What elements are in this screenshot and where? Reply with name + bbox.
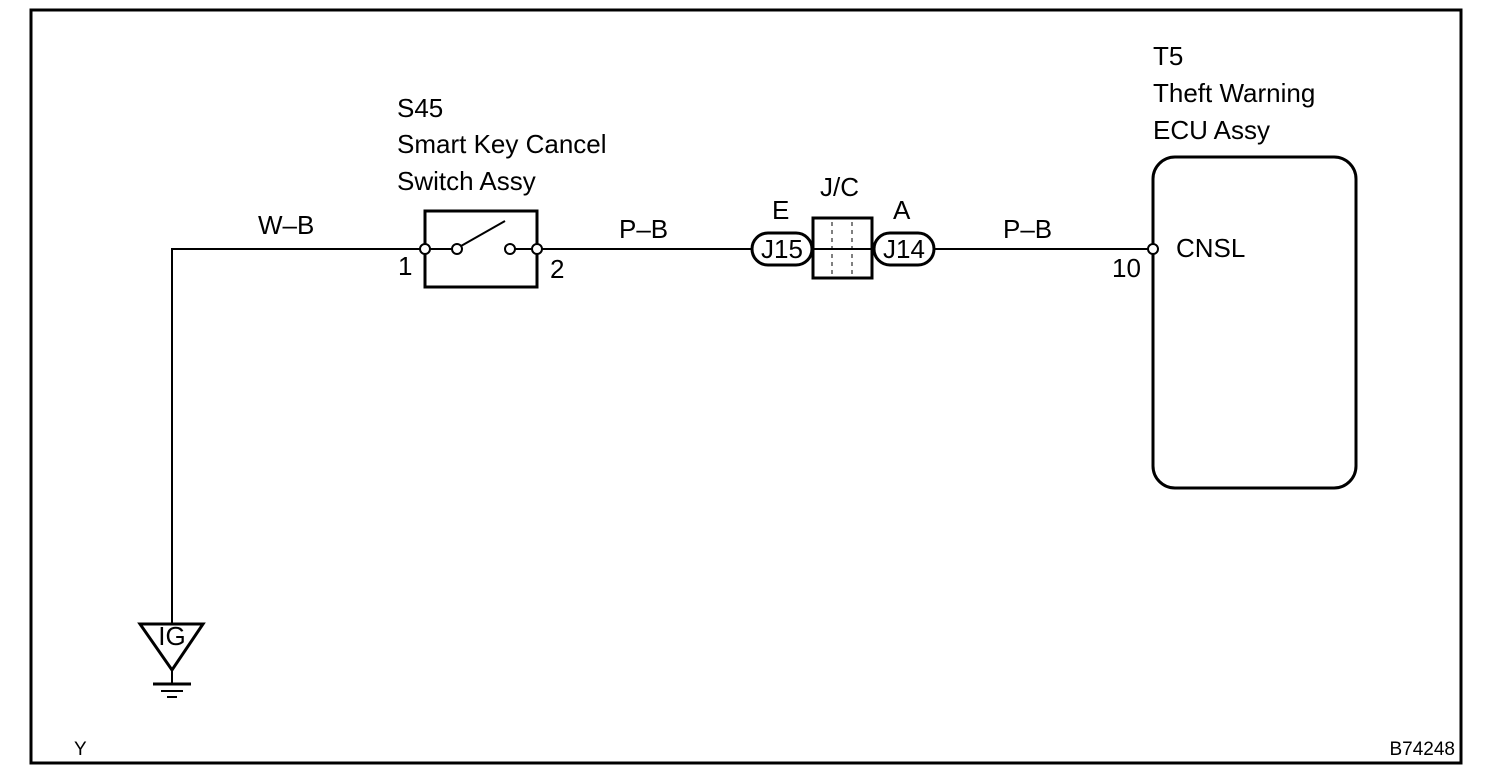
wire-label-p-b-1: P–B xyxy=(619,214,668,244)
switch-contact-right xyxy=(504,243,516,255)
theft-warning-ecu: T5 Theft Warning ECU Assy 10 CNSL xyxy=(1112,41,1358,490)
junction-connector-a: A xyxy=(893,195,911,225)
ground-label: IG xyxy=(158,621,185,651)
junction-connector-e: E xyxy=(772,195,789,225)
switch-name-line1: Smart Key Cancel xyxy=(397,129,607,159)
diagram-frame xyxy=(29,8,1463,765)
ecu-code: T5 xyxy=(1153,41,1183,71)
ecu-pin-label: 10 xyxy=(1112,253,1141,283)
switch-pin2-terminal xyxy=(531,243,543,255)
ground-ig: IG xyxy=(137,621,206,698)
ecu-pin-terminal xyxy=(1147,243,1159,255)
switch-pin1-label: 1 xyxy=(398,251,412,281)
junction-connector: J/C E A J15 J14 xyxy=(750,172,936,280)
footer-left-label: Y xyxy=(74,739,87,760)
junction-title: J/C xyxy=(820,172,859,202)
switch-contact-left xyxy=(451,243,463,255)
switch-pin1-terminal xyxy=(419,243,431,255)
connector-j14-label: J14 xyxy=(883,234,925,264)
ground-triangle xyxy=(137,622,206,673)
wire-label-w-b: W–B xyxy=(258,210,314,240)
footer-figure-id: B74248 xyxy=(1389,739,1455,760)
switch-blade xyxy=(460,220,506,247)
ecu-terminal-label: CNSL xyxy=(1176,233,1245,263)
connector-j15-label: J15 xyxy=(761,234,803,264)
switch-code: S45 xyxy=(397,93,443,123)
ecu-name-line1: Theft Warning xyxy=(1153,78,1315,108)
switch-name-line2: Switch Assy xyxy=(397,166,536,196)
switch-pin2-label: 2 xyxy=(550,254,564,284)
ecu-body xyxy=(1151,155,1358,490)
wire-w-b xyxy=(171,248,421,626)
ecu-name-line2: ECU Assy xyxy=(1153,115,1270,145)
smart-key-cancel-switch: S45 Smart Key Cancel Switch Assy 1 2 xyxy=(397,93,607,289)
wire-label-p-b-2: P–B xyxy=(1003,214,1052,244)
